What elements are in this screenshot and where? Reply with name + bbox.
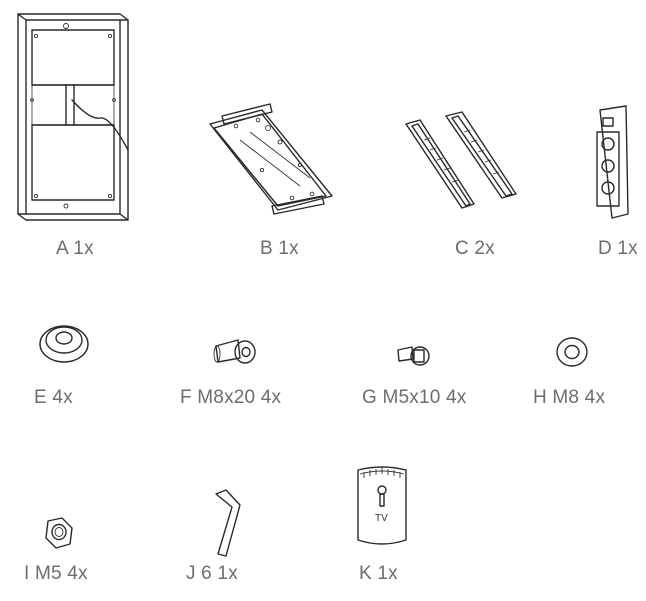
part-f-label: F M8x20 4x (180, 387, 282, 408)
part-i-nut-icon (45, 517, 73, 549)
part-a-frame-icon (17, 13, 129, 221)
part-j-hex-key-icon (215, 489, 241, 557)
part-i-label: I M5 4x (24, 563, 88, 584)
part-b-label: B 1x (260, 238, 299, 259)
part-c-rails-icon (405, 111, 517, 209)
part-e-spacer-icon (39, 325, 89, 363)
part-d-label: D 1x (598, 238, 638, 259)
k-plate-text: TV (375, 513, 388, 524)
part-f-bolt-icon (213, 339, 256, 364)
part-k-tv-plate-icon (357, 466, 407, 545)
part-e-label: E 4x (34, 387, 73, 408)
part-h-washer-icon (556, 337, 588, 367)
part-c-label: C 2x (455, 238, 495, 259)
part-b-plate-icon (209, 103, 333, 215)
part-g-label: G M5x10 4x (362, 387, 467, 408)
part-h-label: H M8 4x (533, 387, 606, 408)
part-k-label: K 1x (359, 563, 398, 584)
part-g-bolt-icon (397, 346, 430, 366)
part-a-label: A 1x (56, 238, 94, 259)
part-d-power-strip-icon (596, 105, 629, 219)
part-j-label: J 6 1x (186, 563, 238, 584)
